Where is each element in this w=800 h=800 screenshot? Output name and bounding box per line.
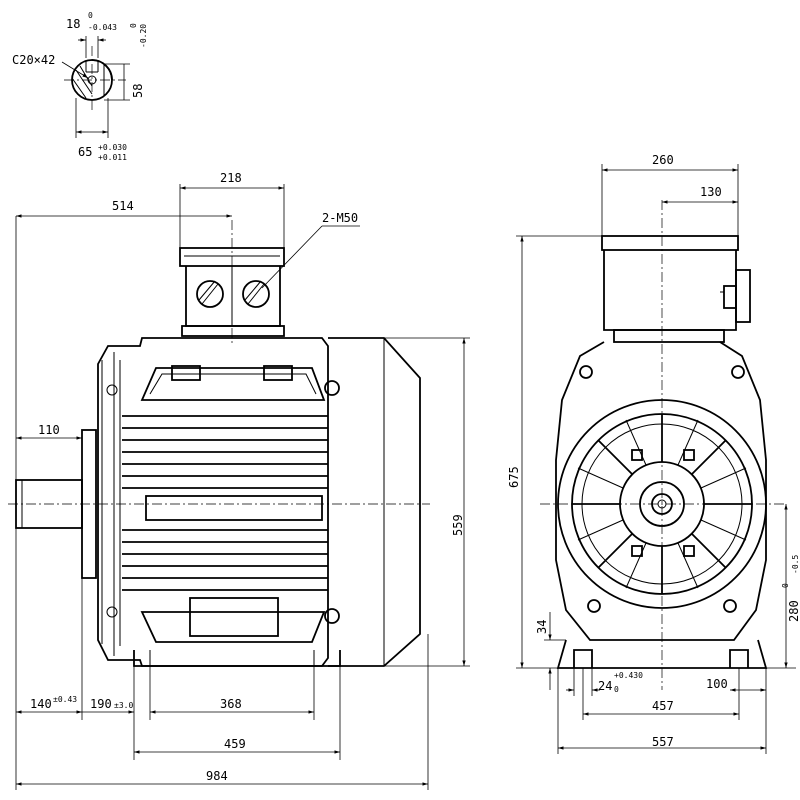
cable-gland-left <box>196 280 224 308</box>
foot-hole-tol-lower: 0 <box>614 685 619 694</box>
shaft-section-detail <box>61 36 130 138</box>
shoulder-to-hole-label: 190 <box>90 697 112 711</box>
end-cable-gland <box>720 269 751 323</box>
motor-end-view <box>540 200 786 690</box>
key-width-label: 18 <box>66 17 80 31</box>
end-overall-width-label: 557 <box>652 735 674 749</box>
end-box-width-label: 260 <box>652 153 674 167</box>
foot-hole-label: 24 <box>598 679 612 693</box>
chamfer-tol-lower: -0.20 <box>139 24 148 48</box>
key-width-tol-lower: -0.043 <box>88 23 117 32</box>
side-view-dimensions <box>15 184 470 790</box>
end-view-dimensions <box>516 164 796 754</box>
center-hole-label: C20×42 <box>12 53 55 67</box>
key-width-tol-upper: 0 <box>88 11 93 20</box>
shaft-height-tol-upper: 0 <box>781 583 790 588</box>
cable-glands-label: 2-M50 <box>322 211 358 225</box>
end-box-offset-label: 130 <box>700 185 722 199</box>
shoulder-to-hole-tol: ±3.0 <box>114 701 133 710</box>
shaft-height-tol-lower: -0.5 <box>791 555 800 574</box>
hole-spacing-label: 457 <box>652 699 674 713</box>
key-depth-label: 58 <box>131 84 145 98</box>
foot-thickness-label: 34 <box>535 620 549 634</box>
side-axis-to-box-label: 514 <box>112 199 134 213</box>
foot-length-label: 459 <box>224 737 246 751</box>
shaft-to-foot-label: 140 <box>30 697 52 711</box>
foot-hole-tol-upper: +0.430 <box>614 671 643 680</box>
side-overall-height-label: 559 <box>451 514 465 536</box>
shaft-to-foot-tol: ±0.43 <box>53 695 77 704</box>
end-overall-height-label: 675 <box>507 466 521 488</box>
side-overall-length-label: 984 <box>206 769 228 783</box>
foot-holes-label: 368 <box>220 697 242 711</box>
foot-width-label: 100 <box>706 677 728 691</box>
shaft-dia-label: 65 <box>78 145 92 159</box>
chamfer-tol-upper: 0 <box>129 23 138 28</box>
motor-side-view <box>8 220 430 667</box>
cooling-fins <box>122 415 328 591</box>
side-box-width-label: 218 <box>220 171 242 185</box>
cable-gland-right <box>242 280 270 308</box>
shaft-dia-tol-upper: +0.030 <box>98 143 127 152</box>
shaft-length-label: 110 <box>38 423 60 437</box>
shaft-height-label: 280 <box>787 600 800 622</box>
shaft-dia-tol-lower: +0.011 <box>98 153 127 162</box>
